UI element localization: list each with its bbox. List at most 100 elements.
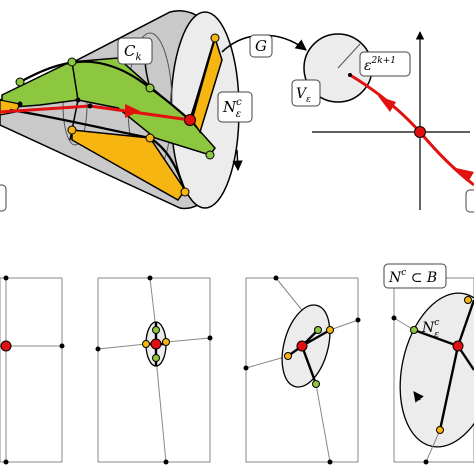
nbhd-label-sup: c: [236, 97, 242, 108]
disk-edge-point: [348, 73, 352, 77]
panel-2-edge: [155, 357, 167, 463]
panel-1-black-point: [59, 343, 65, 349]
cone-label-box: Ck: [117, 37, 153, 65]
red-fixed-point: [184, 114, 196, 126]
panel-3-black-point: [243, 365, 249, 371]
panel-4-edge: [425, 429, 441, 463]
cone-curve-2: [9, 108, 187, 193]
exponent-label: ε: [364, 58, 372, 74]
panel-2-edge: [165, 337, 211, 343]
green-point: [312, 380, 320, 388]
phase-red-point: [414, 126, 426, 138]
black-point: [17, 101, 23, 107]
exponent-label-sup: 2k+1: [371, 56, 396, 66]
cone-label-sub: k: [135, 52, 141, 63]
map-label: G: [255, 37, 267, 55]
black-point: [87, 103, 93, 109]
svg-text:Ck: Ck: [124, 42, 142, 63]
disk-radius: [337, 43, 361, 69]
green-point: [145, 83, 155, 93]
panel-2-black-point: [163, 459, 169, 465]
panel-4-black-point: [391, 315, 397, 321]
panel-4-inner-label-sup: c: [434, 318, 439, 328]
panel-4-label-rest: ⊂ B: [406, 270, 437, 286]
orange-point: [210, 33, 220, 43]
panel-2-frame: [97, 277, 211, 463]
phase-red-arrow-1: [378, 96, 396, 112]
phase-red-trajectory: [349, 73, 474, 187]
cone-curve-1: [19, 60, 191, 121]
orange-point: [67, 125, 77, 135]
orange-point: [142, 340, 150, 348]
orange-point: [436, 426, 444, 434]
panel-4-black-point: [423, 459, 429, 465]
panel-4-label: N: [388, 270, 402, 286]
panel-2-black-point: [147, 275, 153, 281]
orange-point: [145, 133, 155, 143]
panel-1-black-point: [3, 459, 9, 465]
svg-text:Ncε: Ncε: [421, 318, 439, 340]
right-cutoff-box: [465, 189, 474, 213]
exponent-label-box: ε2k+1: [359, 51, 411, 77]
map-arrow-group: G: [221, 34, 307, 58]
orange-point: [180, 187, 190, 197]
svg-text:Nc ⊂ B: Nc ⊂ B: [388, 268, 437, 286]
nbhd-label: N: [222, 98, 237, 116]
panel-4-inner-label: N: [421, 320, 435, 336]
orange-point: [326, 326, 334, 334]
panel-3-black-point: [273, 275, 279, 281]
left-cutoff-box: [0, 184, 7, 212]
cone-label: C: [124, 42, 136, 60]
orange-region-bottom: [71, 129, 186, 201]
panel-3-edge: [245, 355, 289, 369]
panel-1-frame: [0, 277, 63, 463]
panel-2-black-point: [95, 346, 101, 352]
orange-point: [464, 296, 472, 304]
green-point: [314, 326, 322, 334]
panel-3-black-point: [327, 459, 333, 465]
panel-3-black-point: [355, 317, 361, 323]
disk-label-sub: ε: [306, 95, 311, 105]
green-point: [152, 326, 160, 334]
green-point: [15, 77, 25, 87]
panel-4-ellipse: [399, 292, 474, 448]
green-point: [205, 150, 215, 160]
panel-3-edge: [315, 383, 331, 463]
panel-2: [95, 275, 213, 465]
panel-4-label-box: Nc ⊂ B: [383, 263, 447, 289]
phase-diagram: Vε ε2k+1: [291, 31, 474, 213]
panel-2-red-point: [150, 338, 162, 350]
phase-red-arrow-2: [456, 168, 474, 182]
panel-2-edge: [149, 277, 157, 331]
panel-3: [243, 275, 361, 465]
panel-1-red-point: [0, 340, 12, 352]
ellipse-arrow: [232, 149, 243, 172]
black-point: [75, 97, 81, 103]
disk-label-box: Vε: [291, 79, 321, 107]
panel-4-arrow: [413, 391, 424, 403]
orange-point: [284, 352, 292, 360]
green-point: [67, 57, 77, 67]
cone-red-arrow: [125, 104, 140, 118]
svg-text:ε2k+1: ε2k+1: [364, 56, 396, 74]
panel-2-edge: [97, 343, 147, 350]
panel-3-edge: [329, 319, 359, 331]
cone-curve-3: [188, 37, 217, 121]
disk-label: V: [296, 86, 308, 102]
panel-4-label-sup: c: [401, 268, 406, 278]
nbhd-label-sub: ε: [236, 109, 241, 120]
green-point: [152, 354, 160, 362]
svg-text:Vε: Vε: [296, 86, 311, 105]
panel-2-black-point: [207, 335, 213, 341]
panel-1: [0, 275, 65, 465]
panel-4-inner-label-sub: ε: [434, 330, 439, 340]
panel-4-red-point: [452, 340, 464, 352]
svg-text:Ncε: Ncε: [222, 97, 242, 120]
orange-point: [162, 338, 170, 346]
panel-3-red-point: [296, 340, 308, 352]
green-point: [410, 326, 418, 334]
